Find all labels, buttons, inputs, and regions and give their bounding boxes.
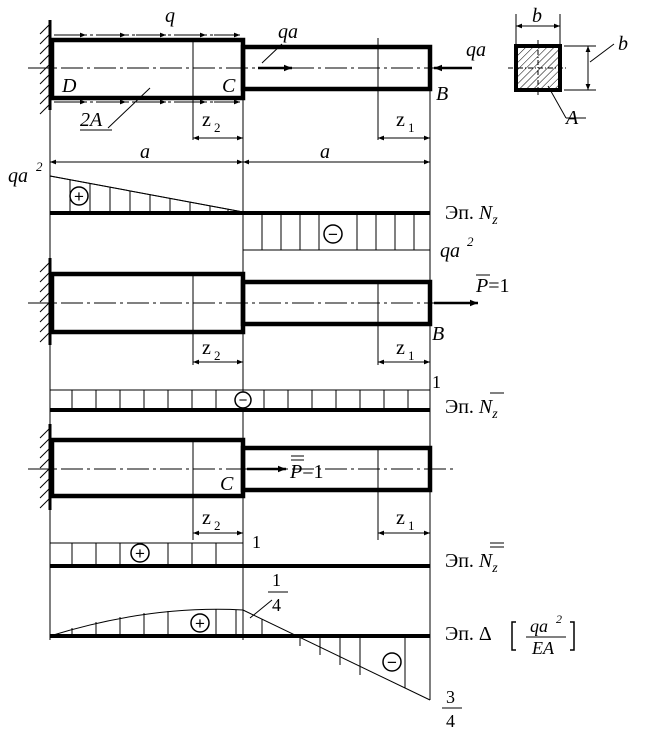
svg-text:1: 1 bbox=[408, 120, 415, 135]
svg-text:2: 2 bbox=[214, 348, 221, 363]
svg-text:2: 2 bbox=[556, 612, 562, 626]
value-three-quarter-num: 3 bbox=[446, 687, 455, 707]
label-b-top: b bbox=[532, 5, 542, 27]
plot-Nz-dbar: + 1 Эп.Nz bbox=[49, 532, 504, 576]
sign-minus-delta: − bbox=[387, 653, 397, 672]
label-C-1: C bbox=[222, 75, 236, 97]
label-qa-C: qa bbox=[278, 21, 298, 43]
label-D: D bbox=[61, 75, 77, 97]
plot-label-Nz-dbar: Эп.Nz bbox=[445, 550, 498, 576]
wall-hatch-3 bbox=[39, 424, 52, 510]
scheme-2: P=1 B z 2 z 1 bbox=[28, 258, 510, 365]
label-a-right: a bbox=[320, 141, 330, 163]
svg-text:z: z bbox=[396, 507, 405, 529]
dim-z2-3: z 2 bbox=[193, 507, 243, 536]
plot-Nz-bar: − 1 Эп.Nz bbox=[49, 372, 504, 422]
sign-minus-Nz: − bbox=[328, 225, 338, 244]
value-one-quarter-den: 4 bbox=[272, 595, 281, 615]
plot-label-Nz-bar: Эп.Nz bbox=[445, 396, 498, 422]
plot-Nz: + − qa 2 qa 2 Эп.Nz bbox=[8, 159, 498, 262]
wall-hatch-2 bbox=[39, 258, 52, 345]
sign-minus-Nz-bar: − bbox=[239, 392, 248, 409]
dim-z2-2: z 2 bbox=[193, 337, 243, 365]
label-2A: 2A bbox=[80, 109, 103, 131]
unit-den-EA: EA bbox=[531, 638, 555, 658]
distributed-load-q bbox=[54, 32, 240, 105]
wall-hatch-1 bbox=[39, 20, 52, 115]
svg-text:2: 2 bbox=[214, 120, 221, 135]
dim-z1-3: z 1 bbox=[378, 507, 430, 536]
svg-text:z: z bbox=[396, 337, 405, 359]
value-1-Nz-dbar: 1 bbox=[252, 532, 261, 552]
label-C-3: C bbox=[220, 473, 234, 495]
sign-plus-Nz-dbar: + bbox=[135, 544, 145, 563]
plot-delta: + − 1 4 3 4 Эп.Δ qa 2 EA bbox=[49, 570, 575, 731]
label-qa2-left: qa bbox=[8, 165, 28, 187]
svg-text:1: 1 bbox=[408, 348, 415, 363]
dim-z1-1: z 1 bbox=[378, 109, 430, 141]
svg-text:z: z bbox=[202, 507, 211, 529]
value-one-quarter-num: 1 bbox=[272, 570, 281, 590]
svg-text:z: z bbox=[202, 109, 211, 131]
dim-a: a a bbox=[50, 141, 430, 165]
label-a-left: a bbox=[140, 141, 150, 163]
plot-label-delta-prefix: Эп.Δ bbox=[445, 623, 492, 645]
svg-text:2: 2 bbox=[467, 234, 474, 249]
sign-plus-Nz: + bbox=[74, 187, 84, 206]
scheme-3: P=1 C z 2 z 1 bbox=[28, 424, 455, 536]
label-B-1: B bbox=[436, 83, 448, 105]
svg-text:z: z bbox=[396, 109, 405, 131]
label-B-2: B bbox=[432, 323, 444, 345]
cross-section: b b A bbox=[508, 5, 628, 129]
scheme-1: q qa qa D C B 2A z 2 z 1 a a bbox=[28, 5, 486, 165]
svg-text:1: 1 bbox=[408, 518, 415, 533]
unit-num-qa: qa bbox=[530, 616, 548, 636]
label-q: q bbox=[165, 5, 175, 27]
sign-plus-delta: + bbox=[195, 614, 205, 633]
label-qa2-right: qa bbox=[440, 240, 460, 262]
dim-z1-2: z 1 bbox=[378, 337, 430, 365]
dim-z2-1: z 2 bbox=[193, 109, 243, 141]
bar-3-left bbox=[49, 437, 246, 499]
plot-label-Nz: Эп.Nz bbox=[445, 202, 498, 228]
label-P1-C: P=1 bbox=[289, 461, 324, 483]
svg-text:z: z bbox=[202, 337, 211, 359]
value-three-quarter-den: 4 bbox=[446, 711, 455, 731]
vertical-guides bbox=[49, 38, 431, 700]
label-P1-B: P=1 bbox=[475, 275, 510, 297]
value-1-Nz-bar: 1 bbox=[432, 372, 441, 392]
label-A: A bbox=[564, 107, 579, 129]
bar-segment-DC bbox=[49, 37, 246, 101]
label-b-side: b bbox=[618, 33, 628, 55]
svg-text:2: 2 bbox=[214, 518, 221, 533]
label-qa-B: qa bbox=[466, 39, 486, 61]
svg-text:2: 2 bbox=[36, 159, 43, 174]
